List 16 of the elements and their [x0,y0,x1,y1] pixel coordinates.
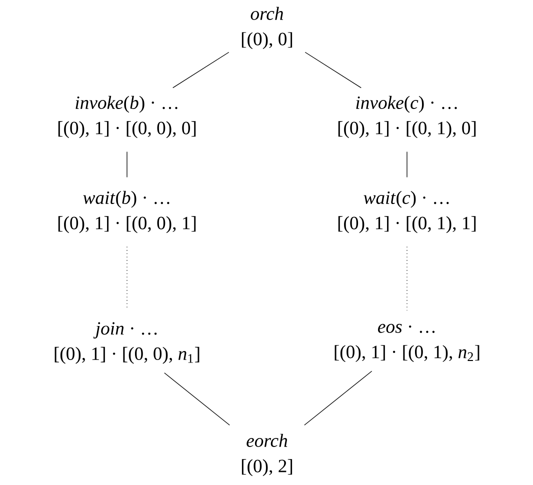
dotted-line [126,246,128,309]
line [126,151,128,178]
state-label: orch [(0), 0] [242,6,292,50]
state-label: invoke(b) · … [(0), 1] · [(0, 0), 0] [58,96,196,138]
line [304,370,372,426]
line [164,372,230,426]
state-label: eorch [(0), 2] [242,434,292,476]
state-label: join · … [(0), 1] · [(0, 0), n$_{1}$] [54,322,200,364]
state-label: wait(b) · … [(0), 1] · [(0, 0), 1] [58,190,196,234]
line [304,52,362,88]
state-label: eos · … [(0), 1] · [(0, 1), n$_{2}$] [334,324,480,362]
dotted-line [406,246,408,311]
state-label: wait(c) · … [(0), 1] · [(0, 1), 1] [338,190,476,234]
line [172,52,230,88]
line [406,151,408,178]
state-label: invoke(c) · … [(0), 1] · [(0, 1), 0] [338,96,476,138]
